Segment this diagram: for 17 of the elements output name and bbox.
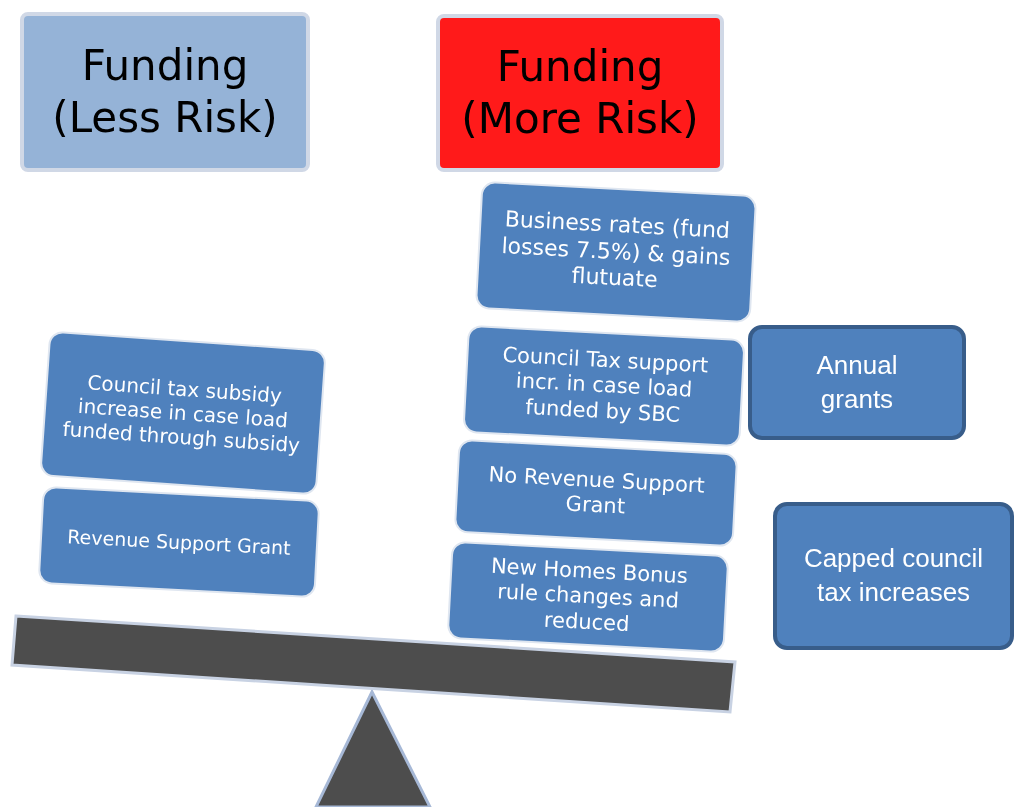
card-text: No Revenue Support Grant	[487, 461, 707, 521]
card-text: Council Tax support incr. in case load funded by SBC	[500, 341, 710, 429]
card-text: Business rates (fund losses 7.5%) & gains flutuate	[500, 206, 733, 295]
category-header	[436, 14, 724, 172]
card-text: Funding (More Risk)	[460, 40, 700, 145]
card-text: Annual grants	[815, 348, 899, 416]
card-text: Revenue Support Grant	[65, 523, 293, 561]
funding-card	[462, 324, 746, 448]
card-text: Council tax subsidy increase in case load funded through subsidy	[60, 369, 302, 458]
card-text: New Homes Bonus rule changes and reduced	[489, 553, 690, 638]
funding-card	[748, 325, 966, 440]
funding-card	[773, 502, 1014, 650]
category-header	[20, 12, 310, 172]
funding-card	[446, 540, 730, 654]
funding-card	[453, 438, 739, 548]
card-text: Funding (Less Risk)	[51, 39, 279, 144]
card-text: Capped council tax increases	[802, 542, 985, 609]
